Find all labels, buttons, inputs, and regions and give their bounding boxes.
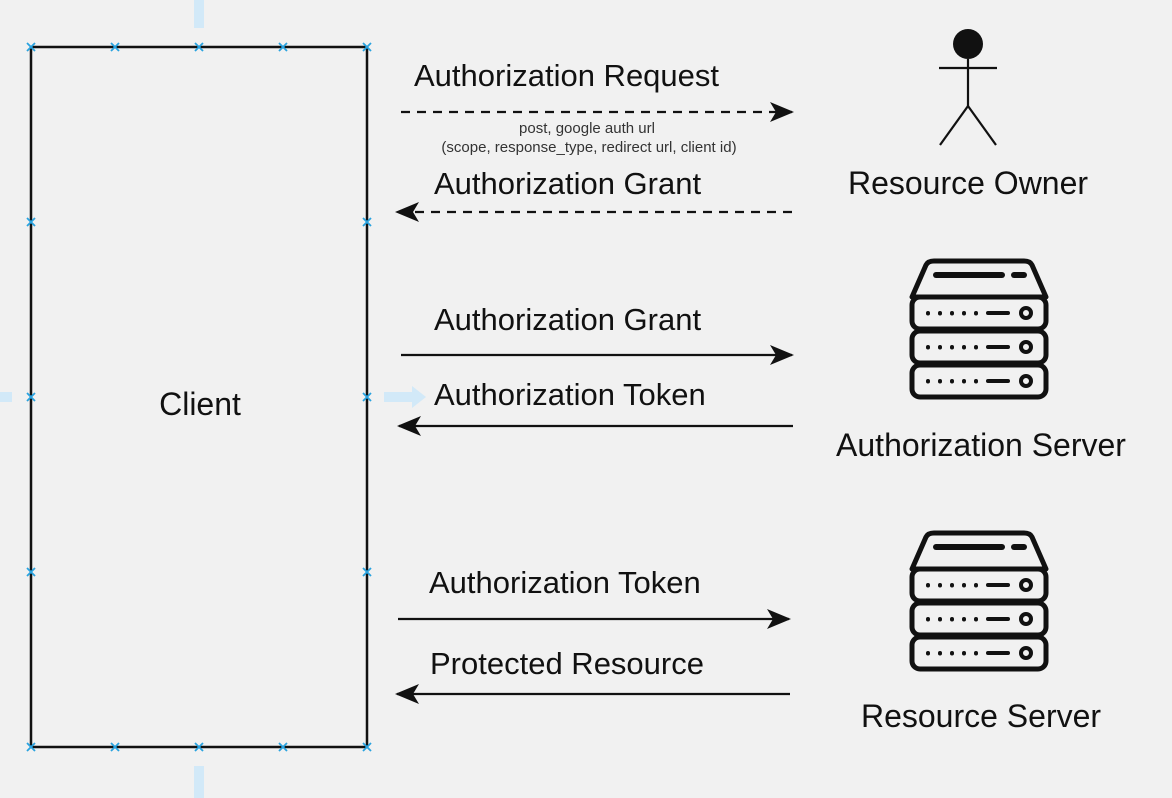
protected-resource-label[interactable]: Protected Resource — [430, 646, 704, 681]
resource-owner-label[interactable]: Resource Owner — [847, 165, 1089, 201]
auth-request-label[interactable]: Authorization Request — [414, 58, 720, 93]
server-icon[interactable] — [909, 258, 1049, 400]
auth-token-send-label[interactable]: Authorization Token — [429, 565, 701, 600]
auth-request-note-line1[interactable]: post, google auth url — [519, 120, 655, 137]
server-icon[interactable] — [909, 530, 1049, 672]
client-label[interactable]: Client — [159, 386, 241, 422]
authorization-server-label[interactable]: Authorization Server — [836, 427, 1126, 463]
auth-token-return-label[interactable]: Authorization Token — [434, 377, 706, 412]
resource-server-label[interactable]: Resource Server — [860, 698, 1102, 734]
selection-handles[interactable] — [26, 42, 372, 752]
auth-request-note-line2[interactable]: (scope, response_type, redirect url, cli… — [441, 139, 737, 156]
alignment-guides — [0, 0, 426, 798]
person-icon[interactable] — [939, 29, 997, 146]
auth-grant-return-label[interactable]: Authorization Grant — [434, 166, 702, 201]
auth-grant-send-label[interactable]: Authorization Grant — [434, 302, 702, 337]
